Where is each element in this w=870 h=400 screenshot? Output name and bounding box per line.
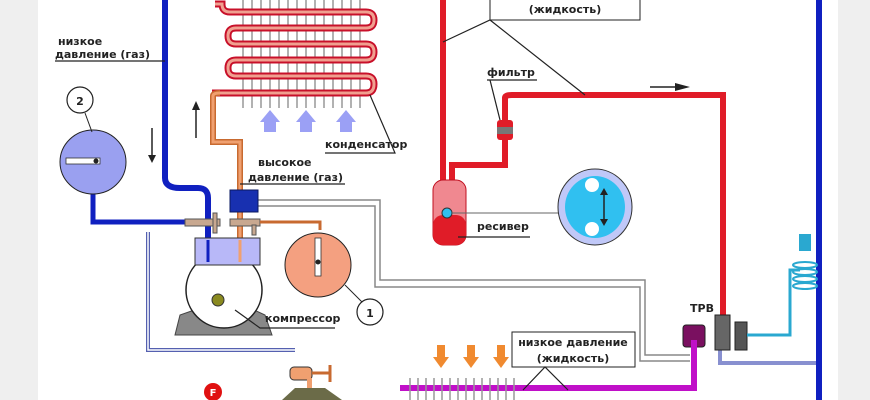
- pressure-switch: [229, 189, 259, 213]
- heat-arrows-down: [433, 345, 509, 368]
- gauge-2-pipe: [90, 192, 210, 225]
- sensing-bulb-coil: [792, 234, 818, 290]
- badge-f-text: F: [210, 388, 217, 399]
- charging-valve: [282, 365, 342, 400]
- service-valves: [184, 212, 261, 236]
- receiver-label: ресивер: [477, 220, 529, 233]
- low-pressure-gauge: [59, 129, 127, 195]
- evaporator-fins: [409, 378, 515, 400]
- condenser: [212, 0, 378, 108]
- sight-glass: [557, 168, 633, 246]
- low-pressure-liquid-label-2: (жидкость): [537, 352, 609, 365]
- gauge-2-marker: [66, 86, 94, 114]
- compressor: [174, 237, 273, 336]
- receiver: [432, 179, 467, 246]
- high-pressure-gas-label-1: высокое: [258, 156, 311, 169]
- badge-f: [204, 383, 222, 400]
- high-pressure-liquid-box: [489, 0, 641, 21]
- high-pressure-gas-label-2: давление (газ): [248, 171, 343, 184]
- gauge-2-number: 2: [76, 95, 84, 108]
- filter: [497, 120, 513, 140]
- airflow-arrows-up: [260, 110, 356, 132]
- compressor-label: компрессор: [265, 312, 341, 325]
- filter-label: фильтр: [487, 66, 535, 79]
- condenser-label: конденсатор: [325, 138, 407, 151]
- expansion-valve: [682, 314, 748, 351]
- capillary-lines: [146, 199, 818, 365]
- low-pressure-gas-label-1: низкое: [58, 35, 102, 48]
- top-box-label: (жидкость): [529, 3, 601, 16]
- low-pressure-liquid-box: [511, 331, 636, 368]
- gauge-1-marker: [356, 298, 384, 326]
- low-pressure-gas-label-2: давление (газ): [55, 48, 150, 61]
- trv-label: TPB: [690, 302, 714, 315]
- gauge-1-number: 1: [366, 307, 374, 320]
- high-pressure-gauge: [284, 232, 352, 298]
- low-pressure-liquid-label-1: низкое давление: [518, 336, 628, 349]
- low-pressure-gas-pipe: [162, 0, 211, 240]
